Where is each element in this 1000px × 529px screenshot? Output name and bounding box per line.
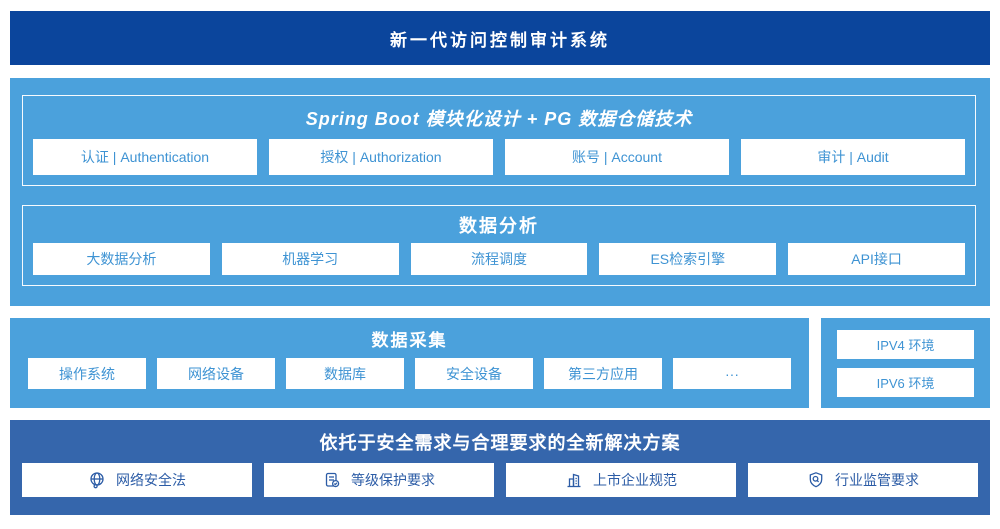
solution-item-label: 行业监管要求 xyxy=(835,472,919,488)
collection-item-more: ··· xyxy=(673,358,791,389)
module-item-account: 账号 | Account xyxy=(505,139,729,175)
ip-environments-box: IPV4 环境 IPV6 环境 xyxy=(821,318,990,408)
data-collection-layer: 数据采集 操作系统 网络设备 数据库 安全设备 第三方应用 ··· xyxy=(10,318,809,408)
analysis-item-es: ES检索引擎 xyxy=(599,243,777,275)
document-check-icon xyxy=(323,471,341,489)
collection-item-database: 数据库 xyxy=(286,358,404,389)
system-title-banner: 新一代访问控制审计系统 xyxy=(10,11,990,65)
solution-layer: 依托于安全需求与合理要求的全新解决方案 网络安全法 xyxy=(10,420,990,515)
module-item-authentication: 认证 | Authentication xyxy=(33,139,257,175)
solution-title: 依托于安全需求与合理要求的全新解决方案 xyxy=(319,432,681,453)
ipv6-environment: IPV6 环境 xyxy=(837,367,974,397)
analysis-item-workflow: 流程调度 xyxy=(410,243,588,275)
module-layer-box: Spring Boot 模块化设计 + PG 数据仓储技术 认证 | Authe… xyxy=(22,95,976,186)
data-collection-title: 数据采集 xyxy=(371,330,448,350)
globe-icon xyxy=(88,471,106,489)
shield-search-icon xyxy=(807,471,825,489)
analysis-layer-box: 数据分析 大数据分析 机器学习 流程调度 ES检索引擎 API接口 xyxy=(22,205,976,286)
system-title: 新一代访问控制审计系统 xyxy=(390,30,610,50)
platform-layer: Spring Boot 模块化设计 + PG 数据仓储技术 认证 | Authe… xyxy=(10,78,990,306)
module-layer-title: Spring Boot 模块化设计 + PG 数据仓储技术 xyxy=(305,108,693,129)
solution-item-label: 网络安全法 xyxy=(116,472,186,488)
collection-item-security-device: 安全设备 xyxy=(415,358,533,389)
collection-item-thirdparty: 第三方应用 xyxy=(544,358,662,389)
solution-items: 网络安全法 等级保护要求 xyxy=(10,463,990,497)
module-item-authorization: 授权 | Authorization xyxy=(269,139,493,175)
analysis-item-ml: 机器学习 xyxy=(221,243,399,275)
analysis-layer-items: 大数据分析 机器学习 流程调度 ES检索引擎 API接口 xyxy=(23,243,975,285)
solution-item-listed-company: 上市企业规范 xyxy=(506,463,736,497)
solution-item-label: 上市企业规范 xyxy=(593,472,677,488)
solution-item-label: 等级保护要求 xyxy=(351,472,435,488)
solution-item-cybersecurity-law: 网络安全法 xyxy=(22,463,252,497)
data-collection-items: 操作系统 网络设备 数据库 安全设备 第三方应用 ··· xyxy=(10,358,809,389)
building-icon xyxy=(565,471,583,489)
solution-item-classified-protection: 等级保护要求 xyxy=(264,463,494,497)
module-item-audit: 审计 | Audit xyxy=(741,139,965,175)
analysis-item-api: API接口 xyxy=(788,243,965,275)
collection-item-os: 操作系统 xyxy=(28,358,146,389)
analysis-layer-title: 数据分析 xyxy=(459,215,539,236)
analysis-item-bigdata: 大数据分析 xyxy=(33,243,210,275)
solution-item-industry-regulation: 行业监管要求 xyxy=(748,463,978,497)
ipv4-environment: IPV4 环境 xyxy=(837,329,974,359)
collection-item-network-device: 网络设备 xyxy=(157,358,275,389)
module-layer-items: 认证 | Authentication 授权 | Authorization 账… xyxy=(23,139,975,185)
